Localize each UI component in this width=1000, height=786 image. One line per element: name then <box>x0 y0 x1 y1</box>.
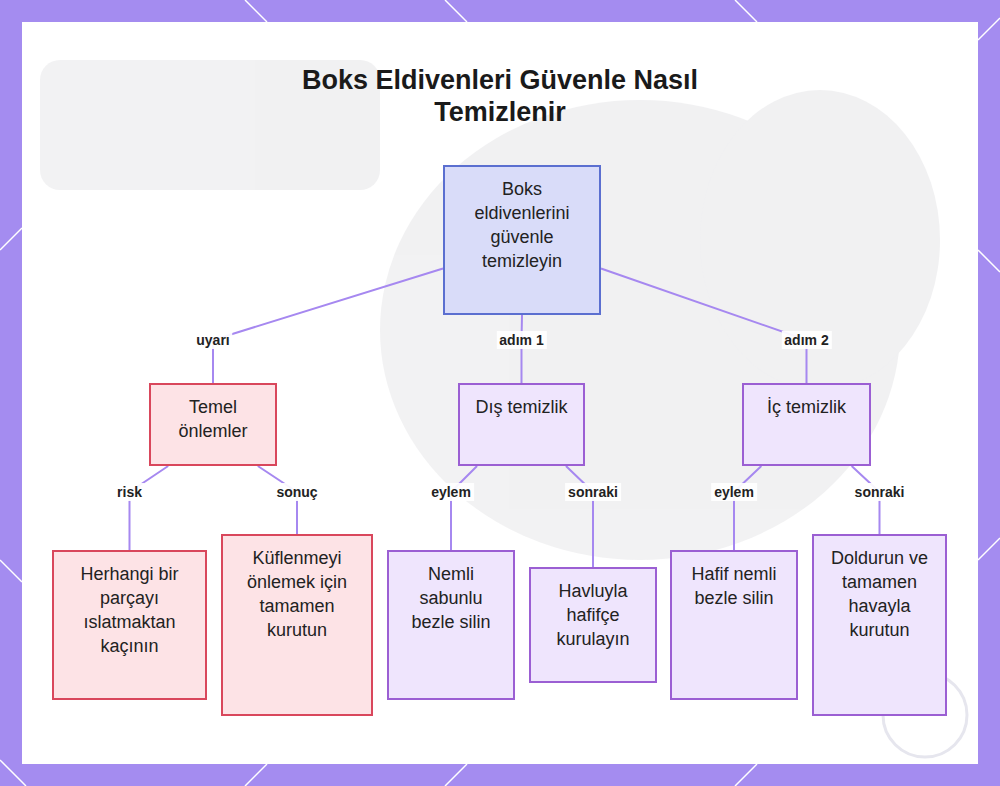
node-text: Hafif nemli bezle silin <box>686 562 782 610</box>
edge-label: sonraki <box>852 483 908 501</box>
step-box: Havluyla hafifçe kurulayın <box>529 567 657 683</box>
edge-label: eylem <box>428 483 474 501</box>
warning-box: Temel önlemler <box>149 383 277 466</box>
warning-box: Herhangi bir parçayı ıslatmaktan kaçının <box>52 550 207 700</box>
node-text: Havluyla hafifçe kurulayın <box>543 579 643 651</box>
edge-label: uyarı <box>193 331 232 349</box>
node-text: Boks eldivenlerini güvenle temizleyin <box>465 177 579 273</box>
root-box: Boks eldivenlerini güvenle temizleyin <box>443 165 601 315</box>
step-box: Dış temizlik <box>458 383 585 466</box>
node-text: Dış temizlik <box>474 395 569 419</box>
warning-box: Küflenmeyi önlemek için tamamen kurutun <box>221 534 373 716</box>
connector <box>130 466 169 550</box>
step-box: İç temizlik <box>742 383 871 466</box>
node-text: Nemli sabunlu bezle silin <box>401 562 501 634</box>
step-box: Nemli sabunlu bezle silin <box>387 550 515 700</box>
faded-photo <box>40 60 940 560</box>
edge-label: adım 2 <box>781 331 831 349</box>
connector <box>213 269 443 384</box>
connector <box>521 315 524 383</box>
edge-label: sonraki <box>565 483 621 501</box>
connector <box>566 466 593 567</box>
connector <box>451 466 477 550</box>
node-text: Temel önlemler <box>165 395 261 443</box>
connector <box>601 269 807 384</box>
node-text: Herhangi bir parçayı ıslatmaktan kaçının <box>70 562 189 658</box>
edge-label: risk <box>114 483 145 501</box>
node-text: Küflenmeyi önlemek için tamamen kurutun <box>239 546 355 642</box>
edge-label: eylem <box>711 483 757 501</box>
edge-label: adım 1 <box>496 331 546 349</box>
diagram-title: Boks Eldivenleri Güvenle Nasıl Temizleni… <box>255 64 745 128</box>
edge-label: sonuç <box>273 483 320 501</box>
step-box: Hafif nemli bezle silin <box>670 550 798 700</box>
step-box: Doldurun ve tamamen havayla kurutun <box>812 534 947 716</box>
node-text: İç temizlik <box>754 395 859 419</box>
node-text: Doldurun ve tamamen havayla kurutun <box>828 546 931 642</box>
connector <box>734 466 761 550</box>
